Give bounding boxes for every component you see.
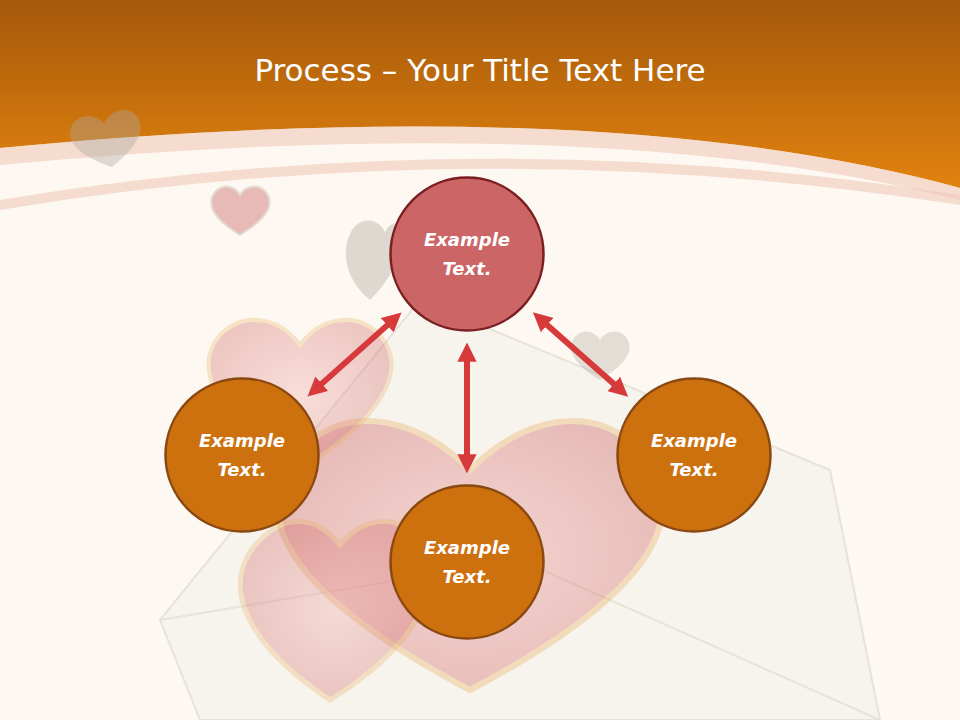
circle-text-group: Example Text. xyxy=(412,225,522,283)
heart-illustration xyxy=(67,107,146,173)
circle-text-group: Example Text. xyxy=(639,426,749,484)
circle-shape xyxy=(618,379,771,532)
circle-label: Example Text. xyxy=(412,533,522,591)
process-circle: Example Text. xyxy=(164,377,320,533)
circle-outline xyxy=(389,484,545,640)
circle-label: Example Text. xyxy=(639,426,749,484)
double-arrow xyxy=(313,318,396,392)
circle-outline xyxy=(616,377,772,533)
double-arrow xyxy=(539,317,623,391)
process-circle: Example Text. xyxy=(389,176,545,332)
circle-shape xyxy=(391,178,544,331)
process-circle: Example Text. xyxy=(616,377,772,533)
circle-shape xyxy=(166,379,319,532)
envelope-illustration xyxy=(160,300,880,720)
circle-label: Example Text. xyxy=(187,426,297,484)
circle-shape xyxy=(391,486,544,639)
circle-outline xyxy=(389,176,545,332)
circle-text-group: Example Text. xyxy=(412,533,522,591)
slide-title: Process – Your Title Text Here xyxy=(0,52,960,88)
circle-label: Example Text. xyxy=(412,225,522,283)
circle-text-group: Example Text. xyxy=(187,426,297,484)
process-circle: Example Text. xyxy=(389,484,545,640)
double-arrow xyxy=(464,350,470,466)
circle-outline xyxy=(164,377,320,533)
